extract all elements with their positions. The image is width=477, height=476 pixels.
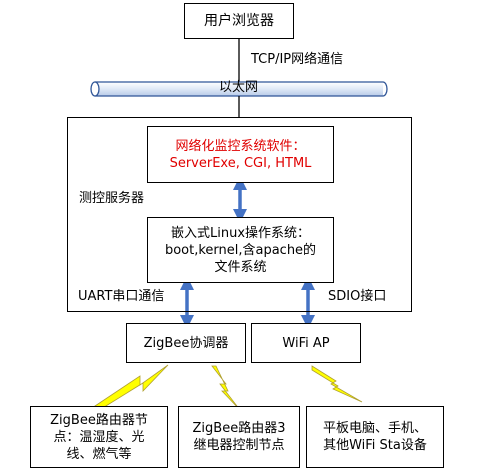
software-title: 网络化监控系统软件： [175, 138, 306, 154]
zigbee-coordinator-box: ZigBee协调器 [126, 323, 246, 363]
wifi-devices-box: 平板电脑、手机、 其他WiFi Sta设备 [306, 406, 444, 468]
uart-label: UART串口通信 [78, 289, 165, 304]
linux-os-box: 嵌入式Linux操作系统： boot,kernel,含apache的 文件系统 [147, 217, 334, 283]
server-label: 测控服务器 [79, 191, 145, 206]
wifi-ap-label: WiFi AP [282, 335, 330, 351]
server-box [67, 117, 412, 312]
wireless-bolt-icon [94, 364, 169, 410]
wifi-ap-box: WiFi AP [251, 323, 361, 363]
user-browser-box: 用户浏览器 [184, 3, 294, 39]
wifi-devices-line1: 平板电脑、手机、 [322, 421, 427, 436]
zigbee-coordinator-label: ZigBee协调器 [143, 335, 229, 351]
relay-node-box: ZigBee路由器3 继电器控制节点 [178, 406, 300, 468]
software-components: ServerExe, CGI, HTML [169, 155, 312, 171]
tcp-ip-label: TCP/IP网络通信 [251, 52, 344, 67]
wifi-devices-line2: 其他WiFi Sta设备 [323, 438, 427, 453]
sdio-label: SDIO接口 [328, 289, 387, 304]
wireless-bolt-icon [211, 365, 241, 411]
monitoring-software-box: 网络化监控系统软件： ServerExe, CGI, HTML [147, 126, 334, 183]
user-browser-label: 用户浏览器 [204, 12, 274, 29]
sensor-node-line3: 线、燃气等 [66, 446, 132, 462]
ethernet-label: 以太网 [219, 80, 259, 95]
sensor-node-line1: ZigBee路由器节 [50, 412, 148, 428]
os-title: 嵌入式Linux操作系统： [170, 225, 311, 241]
os-components: boot,kernel,含apache的 [164, 242, 317, 258]
sensor-node-line2: 点：温湿度、光 [53, 429, 145, 445]
sensor-node-box: ZigBee路由器节 点：温湿度、光 线、燃气等 [30, 406, 168, 468]
os-filesystem: 文件系统 [214, 259, 267, 275]
relay-node-line2: 继电器控制节点 [193, 438, 285, 453]
relay-node-line1: ZigBee路由器3 [192, 421, 286, 436]
wireless-bolt-icon [311, 365, 363, 403]
